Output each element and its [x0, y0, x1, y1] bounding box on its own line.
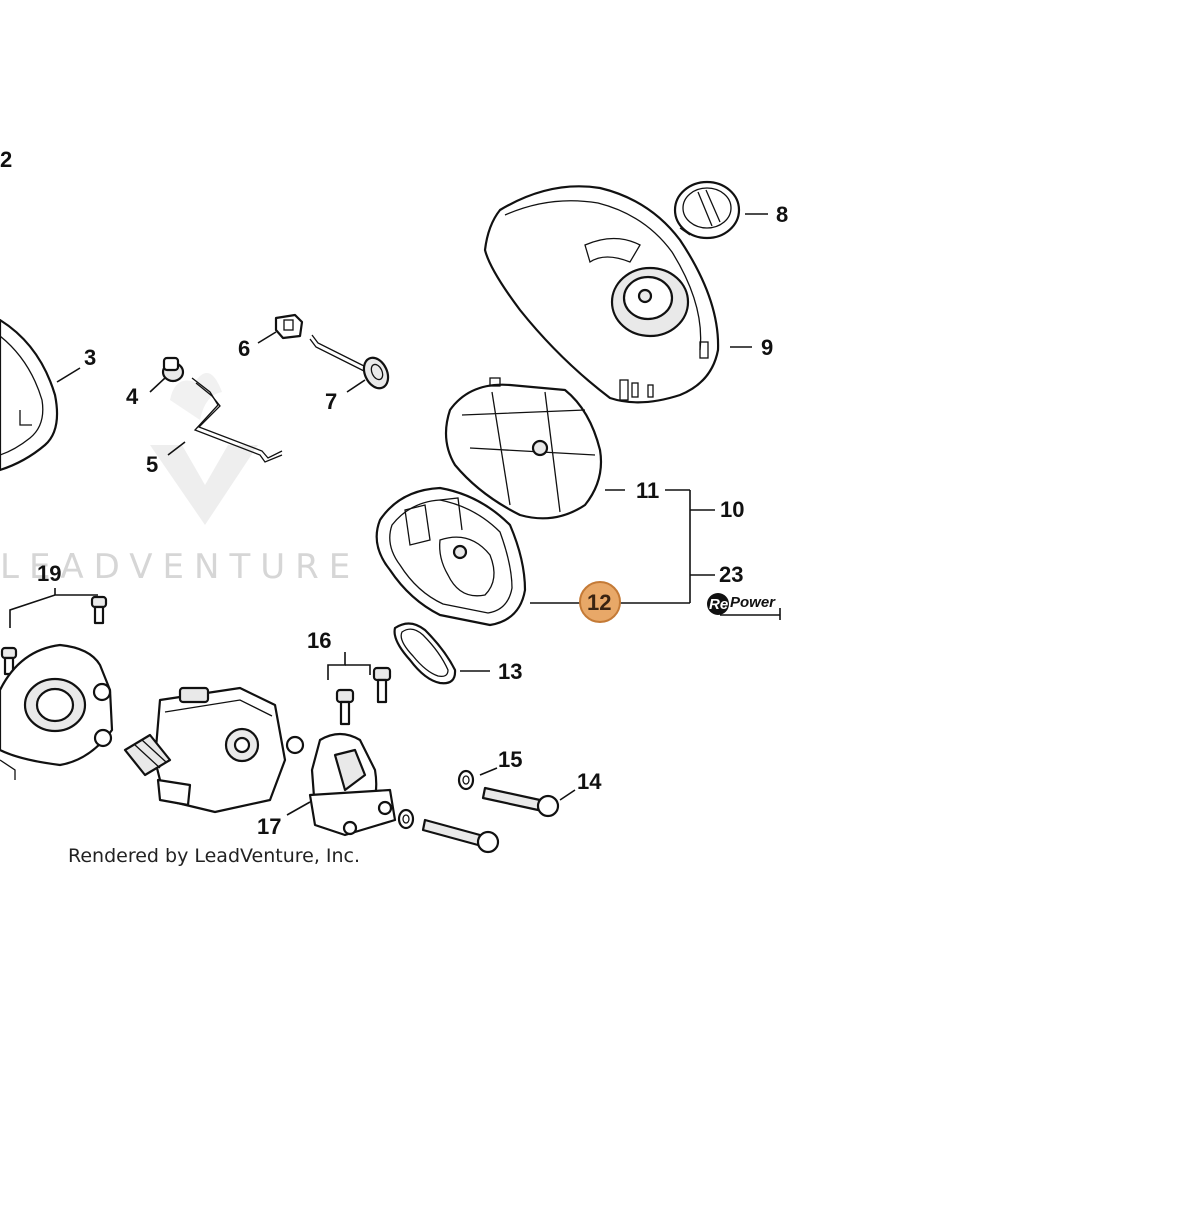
carburetor[interactable]	[123, 686, 305, 814]
part-8-cap[interactable]	[673, 180, 741, 240]
part-16-screws[interactable]	[335, 666, 392, 726]
part-9-cover[interactable]	[483, 185, 720, 404]
part-4-knob[interactable]	[161, 356, 185, 383]
render-credit: Rendered by LeadVenture, Inc.	[68, 845, 360, 867]
callout-5[interactable]: 5	[146, 452, 158, 477]
repower-logo: Re Power	[707, 593, 781, 620]
callout-14[interactable]: 14	[577, 769, 602, 794]
callout-7[interactable]: 7	[325, 389, 337, 414]
repower-re: Re	[709, 596, 728, 613]
callout-6[interactable]: 6	[238, 336, 250, 361]
part-13-gasket[interactable]	[393, 622, 457, 685]
callout-4[interactable]: 4	[126, 384, 139, 409]
callout-12[interactable]: 12	[587, 590, 611, 615]
callout-2[interactable]: 2	[0, 147, 12, 172]
callout-10[interactable]: 10	[720, 497, 744, 522]
callout-9[interactable]: 9	[761, 335, 773, 360]
part-14-bolts[interactable]	[421, 786, 560, 854]
callout-19[interactable]: 19	[37, 561, 61, 586]
callout-23[interactable]: 23	[719, 562, 743, 587]
watermark-text: LEADVENTURE	[0, 547, 360, 587]
callout-16[interactable]: 16	[307, 628, 331, 653]
watermark-logo	[150, 373, 258, 525]
part-17-adapter[interactable]	[308, 732, 397, 837]
callout-12-highlight[interactable]	[579, 581, 621, 623]
part-6-clip[interactable]	[274, 313, 304, 340]
callout-bracket-10	[665, 489, 715, 603]
repower-power: Power	[730, 594, 776, 611]
callout-11[interactable]: 11	[636, 478, 659, 503]
part-3-housing[interactable]	[0, 318, 59, 472]
part-5-rod[interactable]	[191, 377, 283, 463]
part-7-choke[interactable]	[309, 334, 393, 392]
part-11-filter-frame[interactable]	[444, 377, 603, 520]
callout-17[interactable]: 17	[257, 814, 281, 839]
callout-15[interactable]: 15	[498, 747, 522, 772]
part-19-intake[interactable]	[0, 595, 114, 780]
callout-8[interactable]: 8	[776, 202, 788, 227]
part-12-filter-base[interactable]	[375, 486, 527, 627]
part-15-washers[interactable]	[397, 769, 475, 830]
callout-3[interactable]: 3	[84, 345, 96, 370]
callout-13[interactable]: 13	[498, 659, 522, 684]
